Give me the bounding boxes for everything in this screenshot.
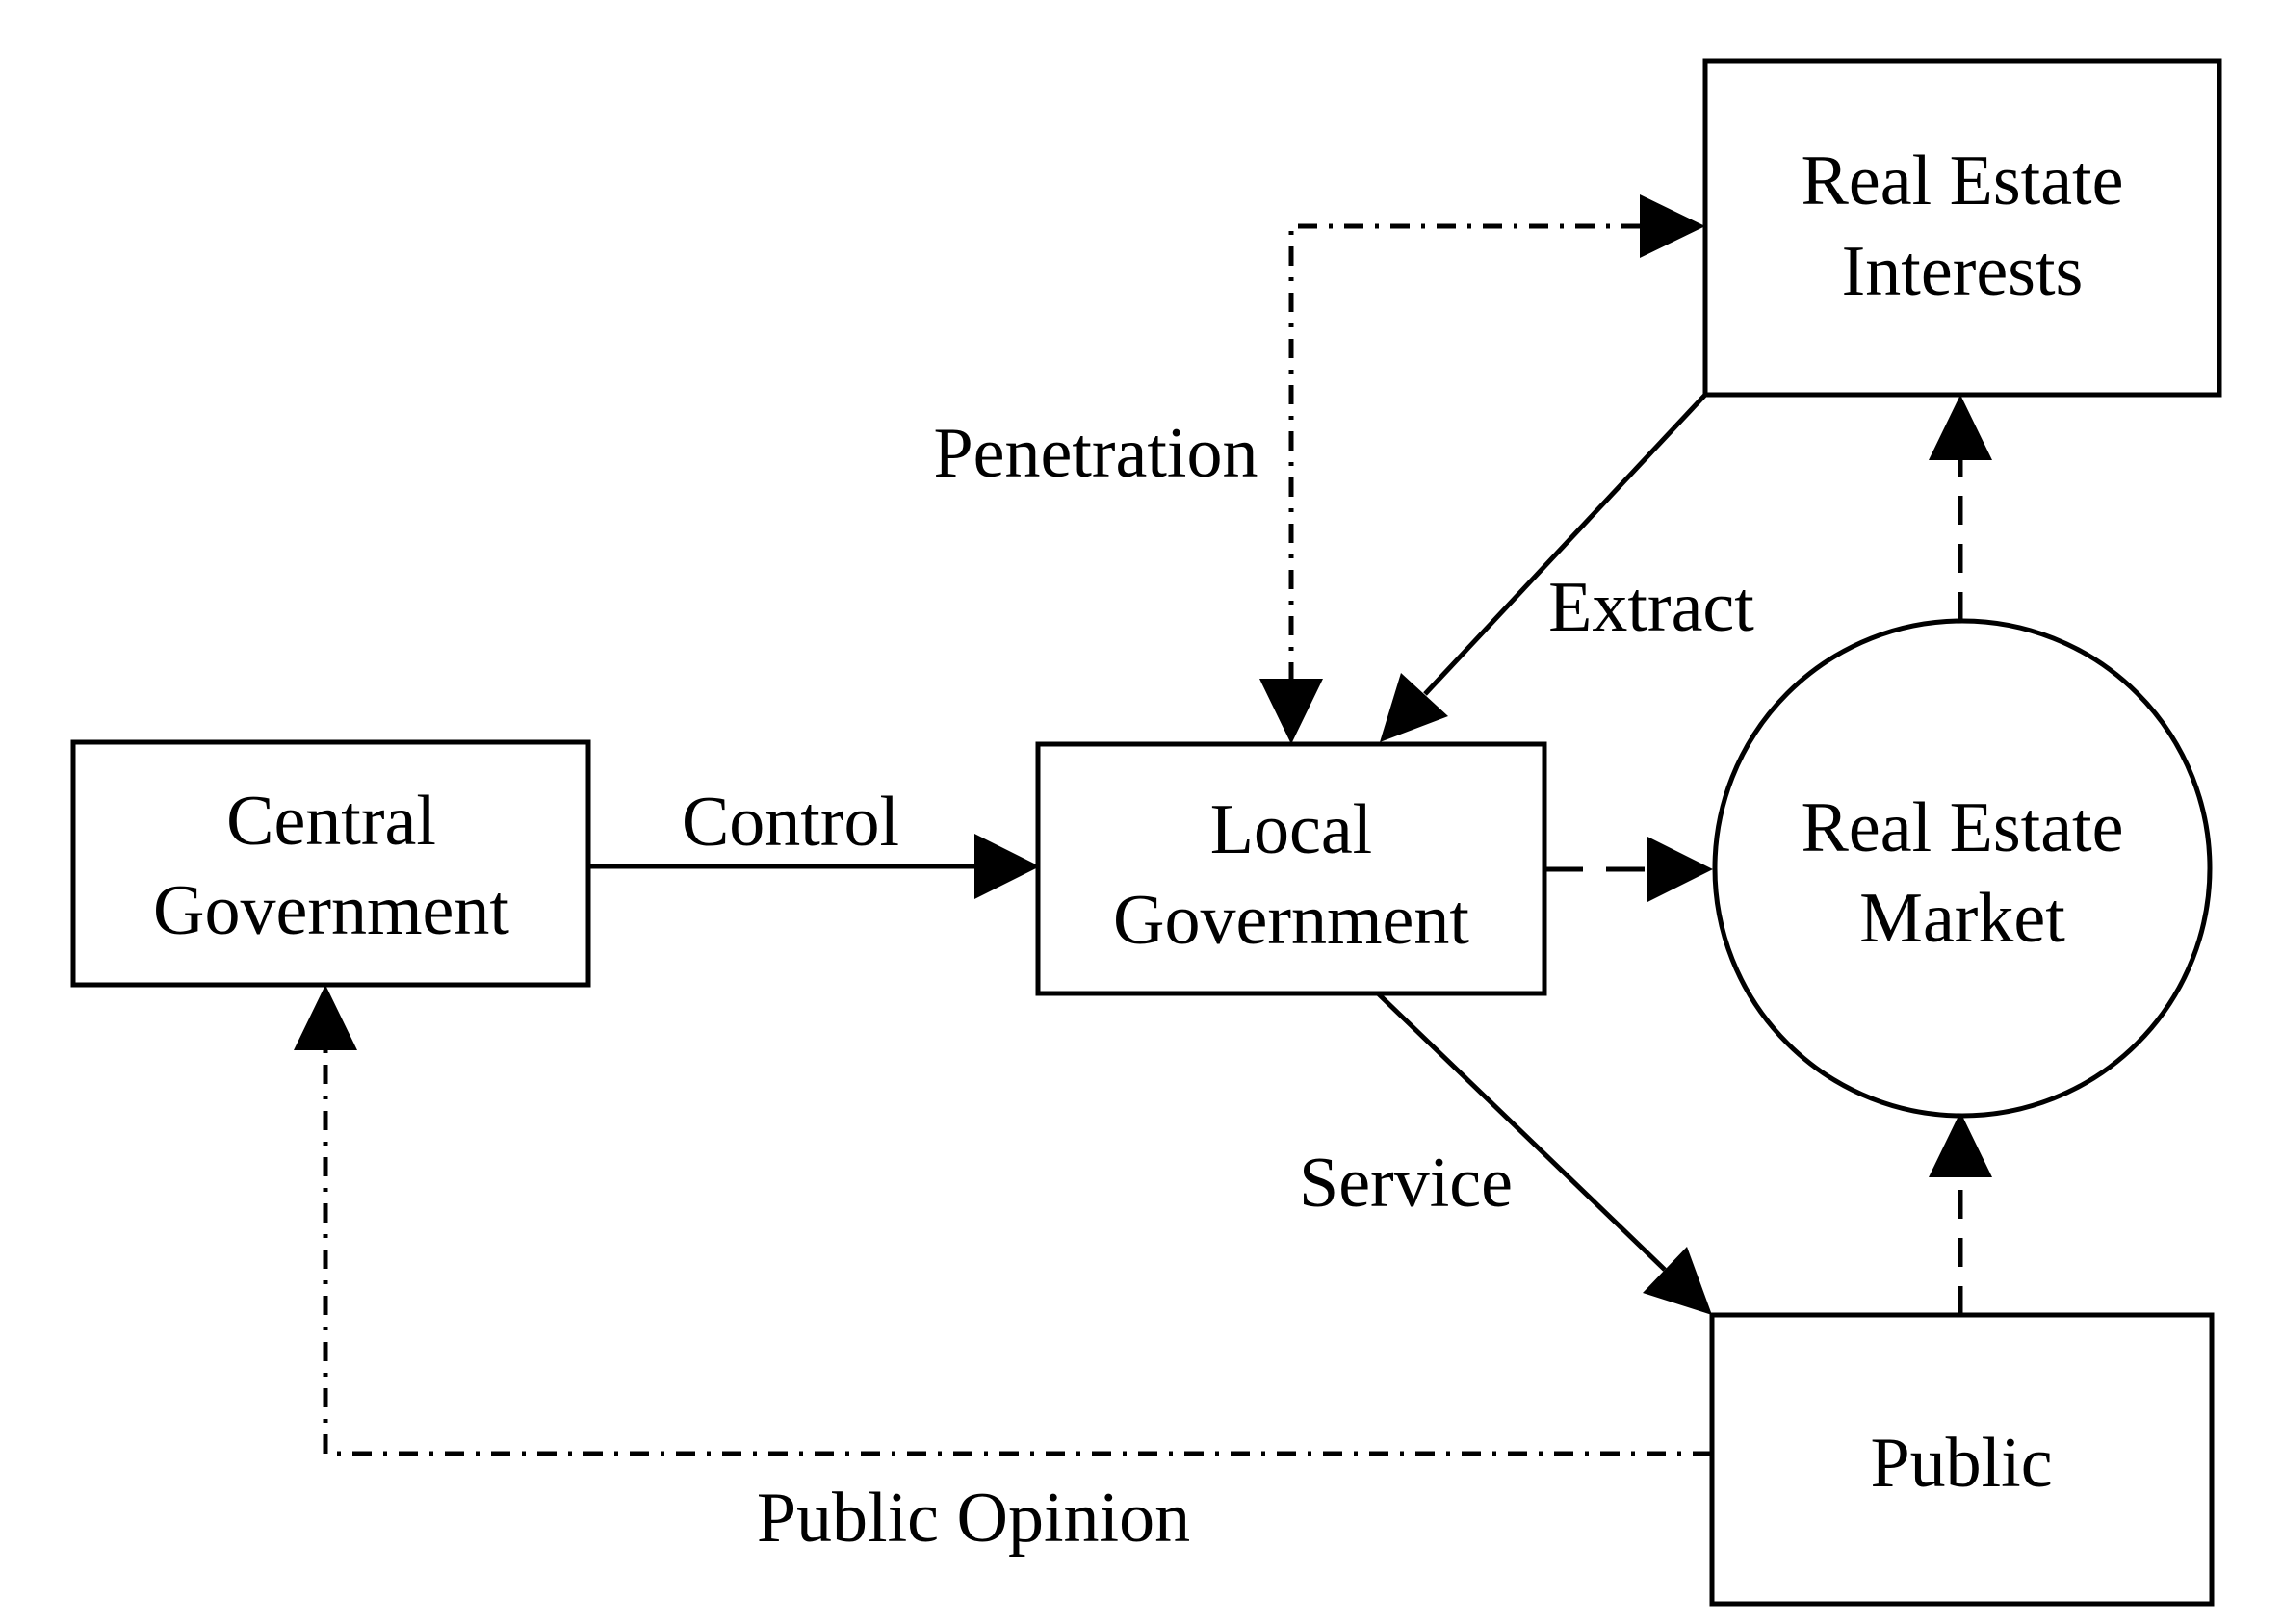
- extract-line: [1423, 393, 1707, 696]
- edge-public-opinion: [294, 985, 1712, 1456]
- edge-extract: [1380, 393, 1707, 742]
- market-to-interests-arrowhead-icon: [1929, 395, 1992, 460]
- edge-public-to-market: [1929, 1112, 1992, 1315]
- penetration-line: [1288, 223, 1642, 682]
- local-government-label-line2: Government: [1113, 881, 1469, 960]
- real-estate-market-circle: [1712, 618, 2213, 1119]
- node-local-government: Local Government: [1035, 741, 1547, 996]
- real-estate-market-label-line1: Real Estate: [1802, 788, 2124, 867]
- penetration-label: Penetration: [933, 414, 1258, 493]
- node-real-estate-market: Real Estate Market: [1712, 618, 2213, 1119]
- local-government-label-line1: Local: [1210, 790, 1372, 869]
- edge-service: [1376, 992, 1712, 1315]
- service-arrowhead-icon: [1643, 1247, 1712, 1315]
- public-box: [1709, 1312, 2215, 1607]
- real-estate-market-label-line2: Market: [1859, 879, 2065, 958]
- node-public: Public: [1709, 1312, 2215, 1607]
- penetration-arrowhead-down-icon: [1259, 679, 1323, 744]
- real-estate-interests-box: [1702, 58, 2222, 398]
- public-to-market-arrowhead-icon: [1929, 1112, 1992, 1177]
- extract-arrowhead-icon: [1380, 673, 1448, 742]
- real-estate-interests-label-line1: Real Estate: [1802, 142, 2124, 220]
- public-opinion-line: [323, 1050, 1712, 1456]
- node-real-estate-interests: Real Estate Interests: [1702, 58, 2222, 398]
- penetration-arrowhead-right-icon: [1640, 194, 1705, 258]
- extract-label: Extract: [1548, 568, 1754, 647]
- service-line: [1376, 992, 1667, 1272]
- control-label: Control: [682, 783, 899, 862]
- public-opinion-label: Public Opinion: [757, 1479, 1190, 1558]
- control-arrowhead-icon: [974, 834, 1040, 899]
- local-government-box: [1035, 741, 1547, 996]
- edge-control: [588, 834, 1040, 899]
- edge-penetration: [1259, 194, 1705, 744]
- central-government-label-line1: Central: [226, 782, 436, 861]
- public-opinion-arrowhead-icon: [294, 985, 357, 1050]
- edge-local-government-to-market: [1544, 837, 1713, 902]
- public-label-line1: Public: [1870, 1424, 2052, 1503]
- service-label: Service: [1299, 1144, 1513, 1223]
- node-central-government: Central Government: [70, 739, 591, 988]
- central-government-box: [70, 739, 591, 988]
- real-estate-interests-label-line2: Interests: [1842, 232, 2084, 311]
- local-government-to-market-arrowhead-icon: [1647, 837, 1713, 902]
- central-government-label-line2: Government: [153, 871, 509, 950]
- edge-market-to-interests: [1929, 395, 1992, 621]
